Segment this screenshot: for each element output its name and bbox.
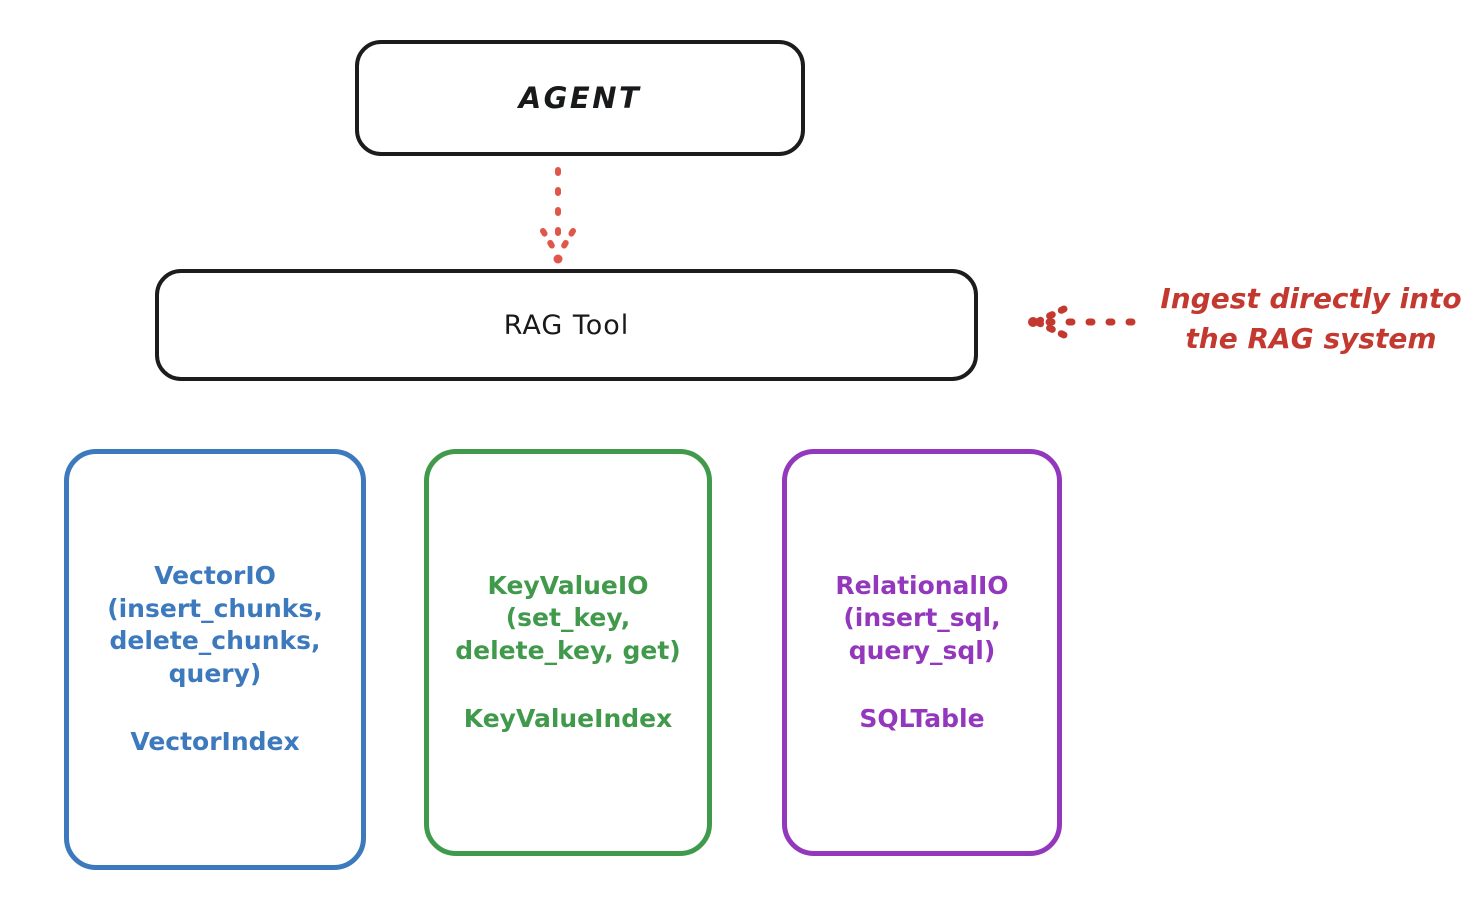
ingest-arrowhead-top	[1035, 305, 1068, 325]
vector-io-api-label: VectorIO (insert_chunks, delete_chunks, …	[107, 561, 323, 688]
vector-io-index-label: VectorIndex	[130, 727, 300, 757]
rag-tool-node-label: RAG Tool	[503, 309, 630, 341]
ingest-arrowhead-bottom	[1035, 319, 1068, 339]
key-value-io-node[interactable]: KeyValueIO (set_key, delete_key, get) Ke…	[424, 449, 712, 856]
key-value-io-index-label: KeyValueIndex	[463, 704, 673, 733]
agent-node[interactable]: AGENT	[355, 40, 805, 156]
ingest-arrow	[1028, 305, 1136, 339]
relational-io-node[interactable]: RelationalIO (insert_sql, query_sql) SQL…	[782, 449, 1062, 856]
rag-tool-node[interactable]: RAG Tool	[155, 269, 978, 381]
key-value-io-api-label: KeyValueIO (set_key, delete_key, get)	[455, 570, 681, 665]
agent-arrowhead-right	[556, 228, 576, 257]
relational-io-index-label: SQLTable	[859, 704, 985, 733]
relational-io-api-label: RelationalIO (insert_sql, query_sql)	[835, 570, 1009, 665]
agent-node-label: AGENT	[518, 81, 642, 115]
vector-io-node[interactable]: VectorIO (insert_chunks, delete_chunks, …	[64, 449, 366, 870]
agent-arrowhead-tip	[553, 254, 563, 264]
agent-arrowhead-left	[540, 228, 560, 257]
ingest-arrowhead-tip	[1028, 317, 1038, 327]
ingest-annotation-label: Ingest directly into the RAG system	[1160, 282, 1462, 355]
